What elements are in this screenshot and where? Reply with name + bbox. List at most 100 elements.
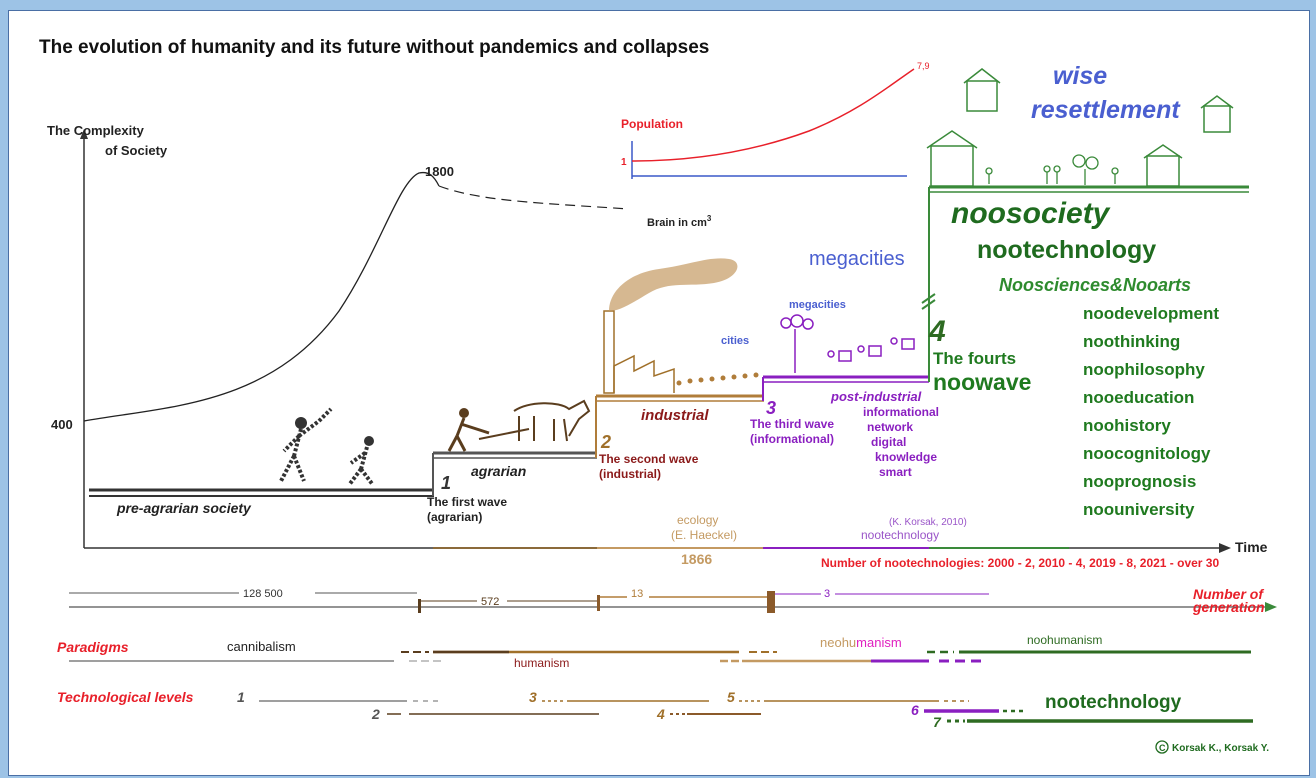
wave4-number: 4 [928, 315, 946, 348]
time-label: Time [1235, 539, 1268, 555]
megacities-big-label: megacities [809, 248, 905, 270]
generation-axis-arrow [1265, 602, 1277, 612]
noo-item: noohistory [1083, 416, 1171, 435]
tech-level-1: 1 [237, 689, 245, 705]
noo-item: noodevelopment [1083, 304, 1219, 323]
year-1866: 1866 [681, 551, 712, 567]
stage-industrial [595, 394, 764, 458]
cannibalism-label: cannibalism [227, 639, 296, 654]
population-end: 7,9 [917, 61, 930, 71]
wave3-number: 3 [766, 398, 776, 418]
noohumanism-label: noohumanism [1027, 633, 1102, 647]
generation-label-1: Number of [1193, 586, 1264, 602]
plowing-farmer-icon [447, 399, 591, 452]
agrarian-label: agrarian [471, 463, 526, 479]
nootechnology-label: nootechnology [977, 236, 1156, 264]
wave3-line2: (informational) [750, 432, 834, 446]
wave3-line1: The third wave [750, 417, 834, 431]
wave2-line1: The second wave [599, 452, 699, 466]
tech-level-2: 2 [371, 706, 380, 722]
noosciences-label: Noosciences&Nooarts [999, 275, 1191, 295]
smoke-icon [609, 258, 738, 311]
tech-level-6: 6 [911, 702, 919, 718]
workers-row-icon [676, 372, 759, 386]
information-workers-icon [780, 314, 915, 373]
generation-label-2: generation [1192, 599, 1265, 615]
complexity-label-1: The Complexity [47, 123, 145, 138]
complexity-axis-arrow [80, 129, 88, 139]
gen4-count: 3 [824, 588, 830, 600]
noo-item: noouniversity [1083, 500, 1195, 519]
stage-postindustrial [762, 375, 929, 401]
megacities-small-label: megacities [789, 299, 846, 311]
noo-item: nooprognosis [1083, 472, 1196, 491]
korsak-citation: (K. Korsak, 2010) [889, 517, 967, 528]
noo-list: noodevelopment noothinking noophilosophy… [1083, 304, 1219, 519]
noo-item: noophilosophy [1083, 360, 1205, 379]
brain-label: Brain in cm3 [647, 214, 712, 229]
wise-label: wise [1053, 62, 1107, 90]
copyright-icon [1155, 740, 1169, 754]
running-figures-icon [279, 407, 375, 487]
paradigms-label: Paradigms [57, 639, 129, 655]
gen-marker-3 [767, 591, 775, 613]
complexity-tick-400: 400 [51, 417, 73, 432]
wave2-number: 2 [600, 432, 611, 452]
wave1-number: 1 [441, 473, 451, 493]
wave4-line2: noowave [933, 369, 1031, 395]
nootechnology-time-label: nootechnology [861, 528, 939, 542]
noo-item: nooeducation [1083, 388, 1194, 407]
noo-item: noothinking [1083, 332, 1180, 351]
population-curve [631, 68, 915, 162]
ecology-line2: (E. Haeckel) [671, 528, 737, 542]
diagram-frame: The evolution of humanity and its future… [8, 10, 1310, 776]
resettlement-label: resettlement [1031, 96, 1181, 124]
postindustrial-item: network [867, 420, 913, 434]
preagrarian-label: pre-agrarian society [116, 500, 252, 516]
wave2-line2: (industrial) [599, 467, 661, 481]
humanism-label: humanism [514, 656, 569, 670]
population-label: Population [621, 117, 683, 131]
tech-levels-label: Technological levels [57, 689, 194, 705]
gen3-count: 13 [631, 588, 643, 600]
stage-noosociety [921, 185, 1249, 382]
ecology-line1: ecology [677, 513, 718, 527]
noo-item: noocognitology [1083, 444, 1211, 463]
tech-level-5: 5 [727, 689, 735, 705]
factory-icon [603, 310, 675, 394]
tech-level-7: 7 [933, 714, 942, 730]
industrial-label: industrial [641, 407, 709, 424]
neohumanism-label: neohumanism [820, 635, 902, 650]
postindustrial-item: informational [863, 405, 939, 419]
gen2-count: 572 [481, 596, 499, 608]
gen-marker-2 [597, 595, 600, 611]
nootechnology-count-note: Number of nootechnologies: 2000 - 2, 201… [821, 556, 1219, 570]
postindustrial-item: smart [879, 465, 912, 479]
postindustrial-label: post-industrial [830, 389, 922, 404]
copyright-symbol: C [1159, 743, 1166, 753]
stage-preagrarian [89, 488, 434, 497]
copyright-label: Korsak K., Korsak Y. [1172, 743, 1269, 754]
wave4-line1: The fourts [933, 349, 1016, 368]
cities-label: cities [721, 335, 749, 347]
complexity-label-2: of Society [105, 143, 168, 158]
noosociety-label: noosociety [951, 197, 1111, 230]
evolution-diagram: The evolution of humanity and its future… [39, 37, 1277, 754]
postindustrial-item: knowledge [875, 450, 937, 464]
gen-marker-1 [418, 599, 421, 613]
tech-level-3: 3 [529, 689, 537, 705]
wave1-line2: (agrarian) [427, 510, 482, 524]
houses-icon [926, 68, 1234, 187]
brain-curve-decline [438, 185, 630, 210]
people-trees-icon [985, 154, 1119, 185]
diagram-title: The evolution of humanity and its future… [39, 37, 709, 58]
brain-peak-label: 1800 [425, 164, 454, 179]
tech-level-4: 4 [656, 706, 665, 722]
postindustrial-list: informational network digital knowledge … [863, 405, 939, 479]
population-start: 1 [621, 157, 627, 168]
wave1-line1: The first wave [427, 495, 507, 509]
stage-agrarian [432, 451, 597, 496]
postindustrial-item: digital [871, 435, 906, 449]
time-axis-arrow [1219, 543, 1231, 553]
tech-nootechnology-label: nootechnology [1045, 692, 1182, 713]
